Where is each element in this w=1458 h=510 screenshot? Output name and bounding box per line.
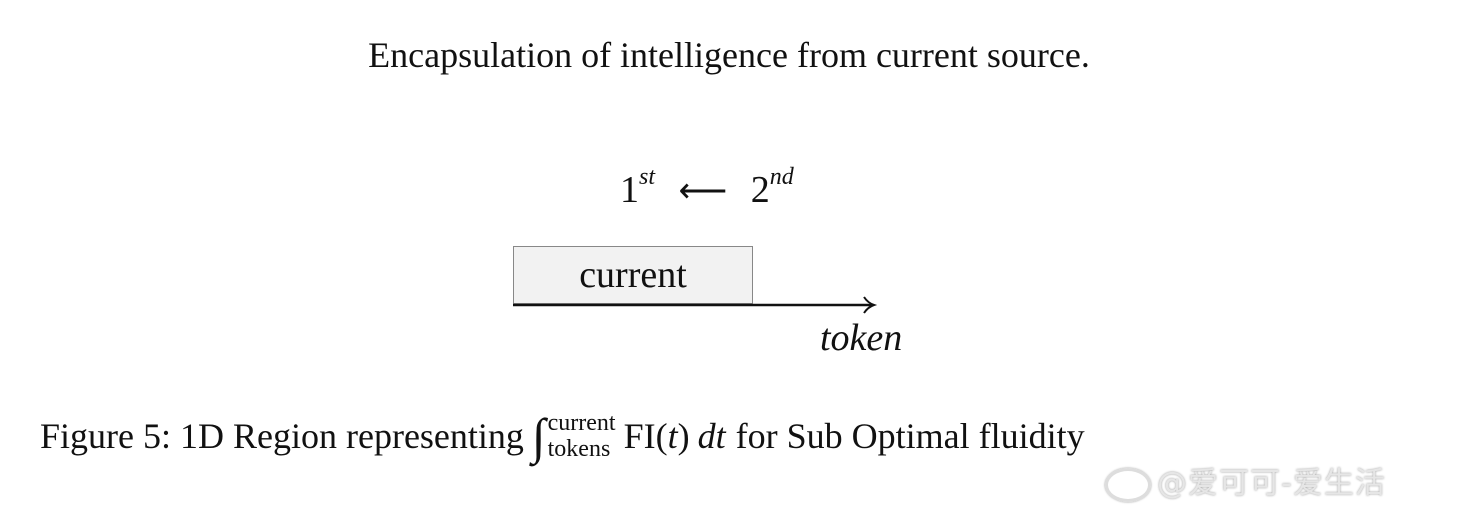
- axis-label: token: [820, 317, 903, 359]
- caption-suffix: for Sub Optimal fluidity: [735, 416, 1085, 457]
- second-superscript: nd: [769, 164, 794, 191]
- integrand-variable: t: [667, 416, 678, 457]
- axis-arrowhead: [863, 296, 878, 314]
- current-region-label: current: [579, 254, 687, 296]
- weibo-logo-icon: [1105, 467, 1151, 502]
- caption-prefix: Figure 5: 1D Region representing: [40, 416, 524, 457]
- second-label: 2: [750, 169, 770, 211]
- integrand-function: FI(: [623, 416, 668, 457]
- figure-caption: Figure 5: 1D Region representing ∫ curre…: [40, 410, 1085, 463]
- integrand-close: ): [677, 416, 690, 457]
- differential: dt: [697, 416, 726, 457]
- integral-expression: ∫ current tokens: [532, 410, 616, 463]
- watermark: @爱可可-爱生活: [1105, 458, 1386, 502]
- upper-limit: current: [547, 410, 616, 436]
- watermark-text: @爱可可-爱生活: [1157, 466, 1386, 501]
- current-region-box: current: [513, 246, 753, 304]
- integrand: FI(t): [624, 415, 690, 457]
- first-superscript: st: [639, 164, 656, 191]
- integral-sign: ∫: [531, 408, 546, 465]
- diagram-title: Encapsulation of intelligence from curre…: [368, 35, 1090, 75]
- first-label: 1: [620, 169, 639, 211]
- lower-limit: tokens: [547, 436, 611, 463]
- left-arrow-icon: ⟵: [678, 173, 728, 210]
- order-annotation: 1st ⟵ 2nd: [620, 164, 794, 212]
